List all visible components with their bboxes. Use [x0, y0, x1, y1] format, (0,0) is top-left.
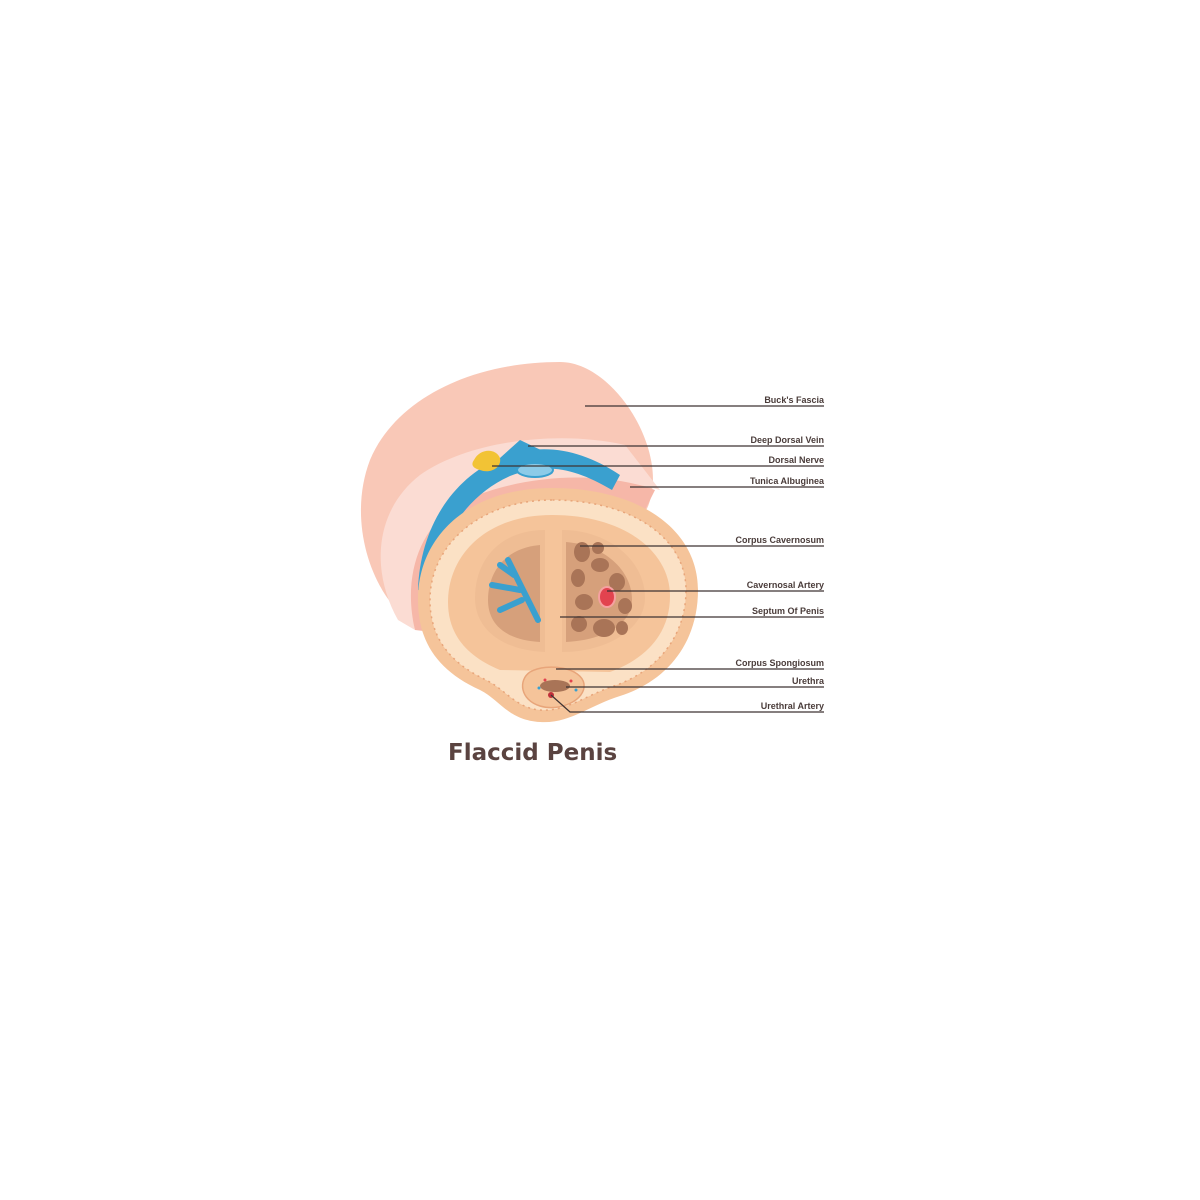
leader-urethral-artery [550, 694, 824, 713]
label-septum-of-penis: Septum Of Penis [751, 606, 824, 616]
cross-section [418, 488, 698, 723]
label-cavernosal-artery: Cavernosal Artery [746, 580, 824, 590]
label-tunica-albuginea: Tunica Albuginea [749, 476, 824, 486]
urethra-mark [540, 680, 570, 692]
label-corpus-spongiosum: Corpus Spongiosum [735, 658, 825, 668]
label-urethra: Urethra [791, 676, 824, 686]
label-urethral-artery: Urethral Artery [760, 701, 824, 711]
label-deep-dorsal-vein: Deep Dorsal Vein [750, 435, 824, 445]
diagram-caption: Flaccid Penis [448, 740, 618, 766]
label-bucks-fascia: Buck's Fascia [764, 395, 824, 405]
cavernosal-artery-mark [598, 586, 616, 608]
leader-lines [492, 405, 824, 713]
label-dorsal-nerve: Dorsal Nerve [768, 455, 824, 465]
label-corpus-cavernosum: Corpus Cavernosum [735, 535, 824, 545]
